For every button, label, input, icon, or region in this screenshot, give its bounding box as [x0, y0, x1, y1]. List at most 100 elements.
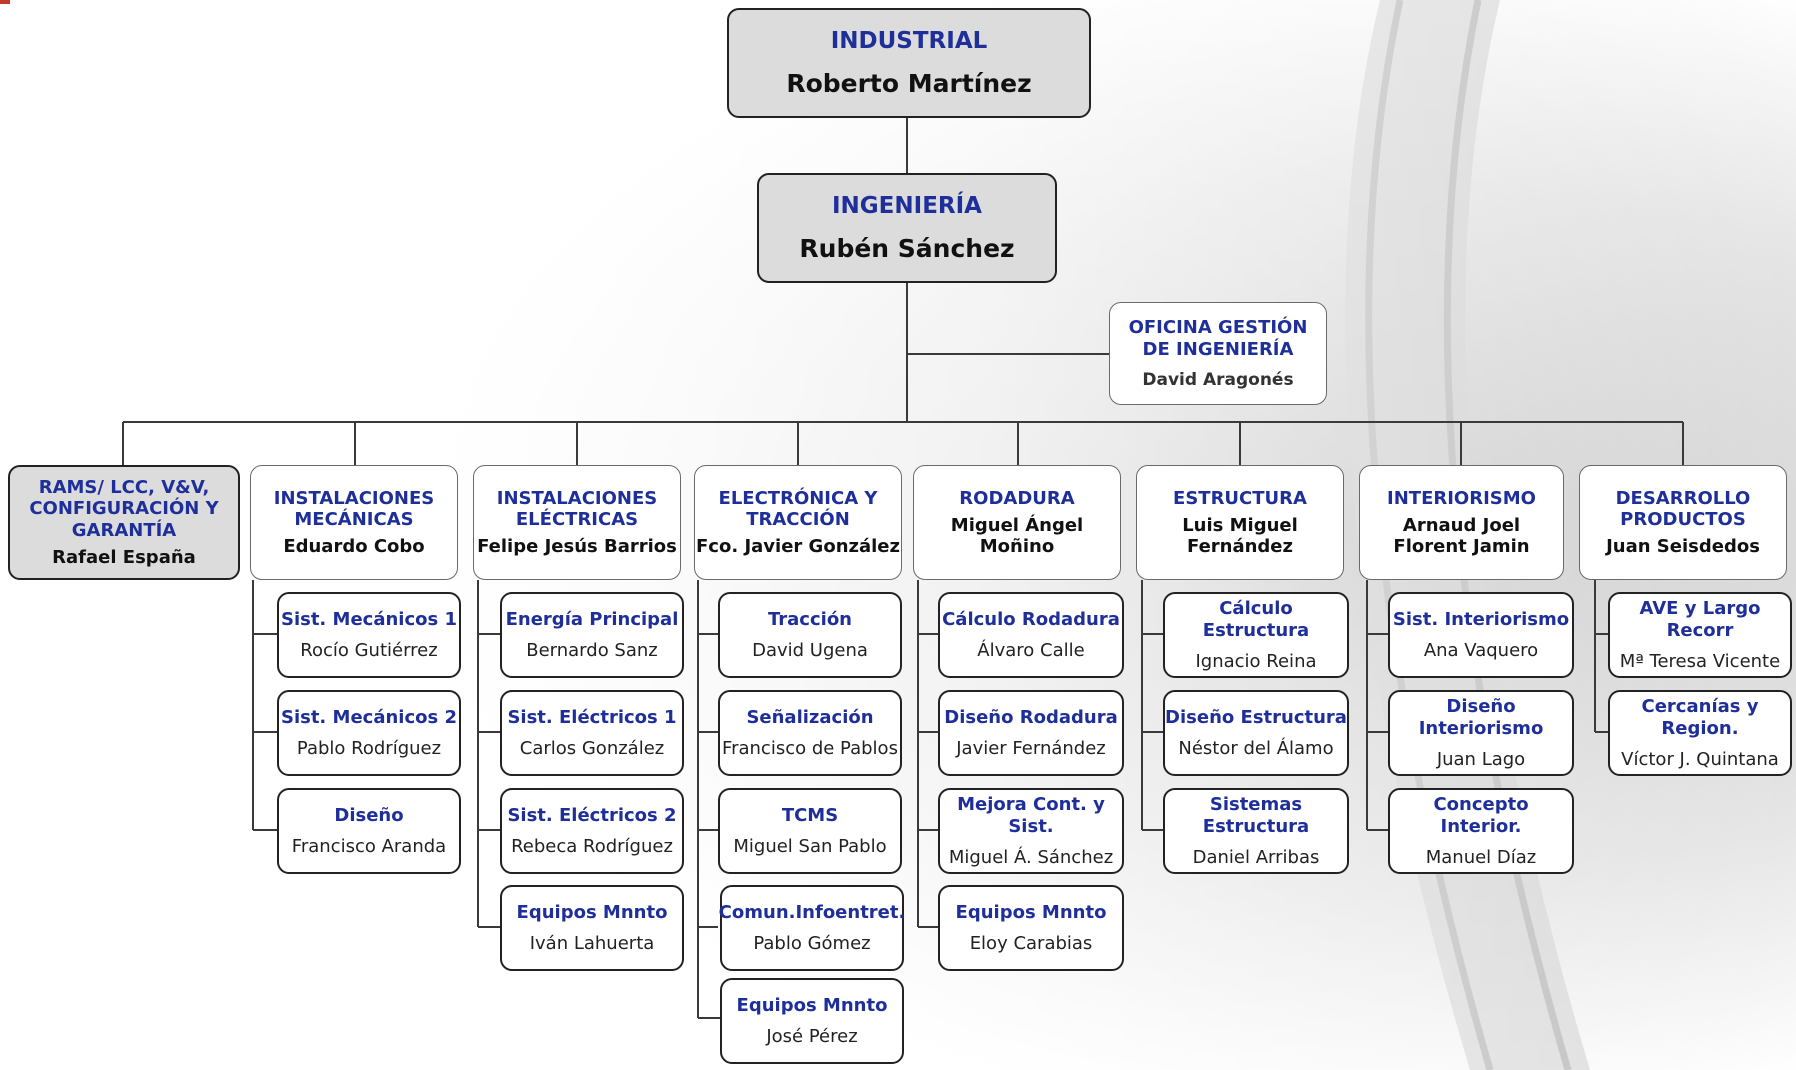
sub-box: Sistemas Estructura Daniel Arribas	[1163, 788, 1349, 874]
box-title: INTERIORISMO	[1387, 487, 1536, 509]
sub-name: Rocío Gutiérrez	[300, 640, 438, 662]
box-title: INGENIERÍA	[832, 192, 982, 219]
sub-box: Sist. Eléctricos 2 Rebeca Rodríguez	[500, 788, 684, 874]
sub-box: Sist. Mecánicos 1 Rocío Gutiérrez	[277, 592, 461, 678]
box-title: RODADURA	[959, 487, 1075, 509]
sub-title: Diseño Estructura	[1165, 706, 1347, 728]
sub-box: Sist. Mecánicos 2 Pablo Rodríguez	[277, 690, 461, 776]
sub-box: Sist. Interiorismo Ana Vaquero	[1388, 592, 1574, 678]
box-name: Eduardo Cobo	[283, 536, 425, 558]
box-name: David Aragonés	[1142, 369, 1294, 390]
sub-name: Francisco de Pablos	[722, 738, 898, 760]
dept-estructura-box: ESTRUCTURA Luis Miguel Fernández	[1136, 465, 1344, 580]
sub-name: José Pérez	[766, 1026, 858, 1048]
sub-box: Cálculo Estructura Ignacio Reina	[1163, 592, 1349, 678]
sub-name: Pablo Rodríguez	[296, 738, 442, 760]
sub-name: Mª Teresa Vicente	[1619, 650, 1781, 672]
sub-name: Daniel Arribas	[1192, 846, 1320, 868]
sub-title: Sist. Eléctricos 1	[507, 706, 677, 728]
box-title: INSTALACIONES MECÁNICAS	[273, 487, 435, 530]
sub-box: Señalización Francisco de Pablos	[718, 690, 902, 776]
industrial-box: INDUSTRIAL Roberto Martínez	[727, 8, 1091, 118]
sub-box: TCMS Miguel San Pablo	[718, 788, 902, 874]
box-title: ELECTRÓNICA Y TRACCIÓN	[718, 487, 878, 530]
box-name: Roberto Martínez	[786, 69, 1032, 99]
sub-name: Pablo Gómez	[753, 933, 871, 955]
sub-name: Eloy Carabias	[969, 933, 1093, 955]
sub-box: Cálculo Rodadura Álvaro Calle	[938, 592, 1124, 678]
sub-name: Carlos González	[519, 738, 665, 760]
sub-title: Sist. Eléctricos 2	[507, 804, 677, 826]
box-name: Fco. Javier González	[696, 536, 900, 558]
sub-title: Cálculo Estructura	[1202, 598, 1310, 641]
box-title: RAMS/ LCC, V&V, CONFIGURACIÓN Y GARANTÍA	[29, 477, 219, 541]
box-name: Juan Seisdedos	[1606, 536, 1760, 558]
sub-title: Equipos Mnnto	[736, 994, 888, 1016]
sub-box: AVE y Largo Recorr Mª Teresa Vicente	[1608, 592, 1792, 678]
box-title: ESTRUCTURA	[1173, 487, 1307, 509]
sub-box: Comun.Infoentret. Pablo Gómez	[718, 885, 906, 971]
dept-interiorismo-box: INTERIORISMO Arnaud Joel Florent Jamin	[1359, 465, 1564, 580]
sub-name: Javier Fernández	[956, 738, 1106, 760]
sub-title: Equipos Mnnto	[955, 901, 1107, 923]
sub-name: Francisco Aranda	[291, 836, 447, 858]
dept-desarrollo-productos-box: DESARROLLO PRODUCTOS Juan Seisdedos	[1579, 465, 1787, 580]
sub-box: Tracción David Ugena	[718, 592, 902, 678]
sub-title: Sist. Mecánicos 1	[280, 608, 458, 630]
sub-name: David Ugena	[752, 640, 868, 662]
sub-box: Equipos Mnnto Iván Lahuerta	[500, 885, 684, 971]
sub-title: TCMS	[781, 804, 839, 826]
sub-name: Bernardo Sanz	[526, 640, 658, 662]
sub-name: Álvaro Calle	[977, 640, 1085, 662]
sub-box: Diseño Francisco Aranda	[277, 788, 461, 874]
sub-box: Diseño Rodadura Javier Fernández	[938, 690, 1124, 776]
sub-name: Ana Vaquero	[1423, 640, 1539, 662]
sub-title: Concepto Interior.	[1433, 794, 1529, 837]
sub-title: Diseño	[334, 804, 404, 826]
dept-electronica-traccion-box: ELECTRÓNICA Y TRACCIÓN Fco. Javier Gonzá…	[694, 465, 902, 580]
sub-box: Cercanías y Region. Víctor J. Quintana	[1608, 690, 1792, 776]
dept-instalaciones-electricas-box: INSTALACIONES ELÉCTRICAS Felipe Jesús Ba…	[473, 465, 681, 580]
sub-box: Equipos Mnnto Eloy Carabias	[938, 885, 1124, 971]
sub-title: Sist. Mecánicos 2	[280, 706, 458, 728]
sub-title: Equipos Mnnto	[516, 901, 668, 923]
sub-name: Juan Lago	[1436, 748, 1526, 770]
box-name: Felipe Jesús Barrios	[477, 536, 677, 558]
box-name: Rafael España	[52, 546, 196, 568]
sub-title: Sistemas Estructura	[1202, 794, 1310, 837]
sub-title: Diseño Rodadura	[944, 706, 1118, 728]
box-title: DESARROLLO PRODUCTOS	[1615, 487, 1751, 530]
sub-name: Víctor J. Quintana	[1621, 748, 1779, 770]
sub-title: AVE y Largo Recorr	[1639, 598, 1761, 641]
sub-title: Cálculo Rodadura	[942, 608, 1120, 630]
sub-name: Rebeca Rodríguez	[511, 836, 673, 858]
sub-title: Señalización	[746, 706, 874, 728]
box-name: Arnaud Joel Florent Jamin	[1393, 515, 1530, 558]
sub-title: Comun.Infoentret.	[718, 901, 906, 923]
sub-title: Diseño Interiorismo	[1418, 696, 1544, 739]
box-title: OFICINA GESTIÓN DE INGENIERÍA	[1128, 317, 1308, 360]
box-name: Miguel Ángel Moñino	[950, 515, 1084, 558]
dept-instalaciones-mecanicas-box: INSTALACIONES MECÁNICAS Eduardo Cobo	[250, 465, 458, 580]
corner-mark	[0, 0, 10, 4]
oficina-gestion-box: OFICINA GESTIÓN DE INGENIERÍA David Arag…	[1109, 302, 1327, 405]
sub-box: Diseño Interiorismo Juan Lago	[1388, 690, 1574, 776]
sub-title: Sist. Interiorismo	[1392, 608, 1570, 630]
dept-rodadura-box: RODADURA Miguel Ángel Moñino	[913, 465, 1121, 580]
box-name: Luis Miguel Fernández	[1182, 515, 1298, 558]
sub-name: Miguel San Pablo	[733, 836, 887, 858]
sub-box: Equipos Mnnto José Pérez	[720, 978, 904, 1064]
ingenieria-box: INGENIERÍA Rubén Sánchez	[757, 173, 1057, 283]
sub-name: Néstor del Álamo	[1178, 738, 1334, 760]
sub-box: Concepto Interior. Manuel Díaz	[1388, 788, 1574, 874]
sub-title: Cercanías y Region.	[1641, 696, 1759, 739]
sub-box: Diseño Estructura Néstor del Álamo	[1163, 690, 1349, 776]
box-title: INDUSTRIAL	[830, 27, 988, 54]
sub-box: Energía Principal Bernardo Sanz	[500, 592, 684, 678]
sub-box: Mejora Cont. y Sist. Miguel Á. Sánchez	[938, 788, 1124, 874]
dept-rams-box: RAMS/ LCC, V&V, CONFIGURACIÓN Y GARANTÍA…	[8, 465, 240, 580]
sub-title: Mejora Cont. y Sist.	[957, 794, 1105, 837]
sub-title: Energía Principal	[505, 608, 679, 630]
box-title: INSTALACIONES ELÉCTRICAS	[496, 487, 658, 530]
